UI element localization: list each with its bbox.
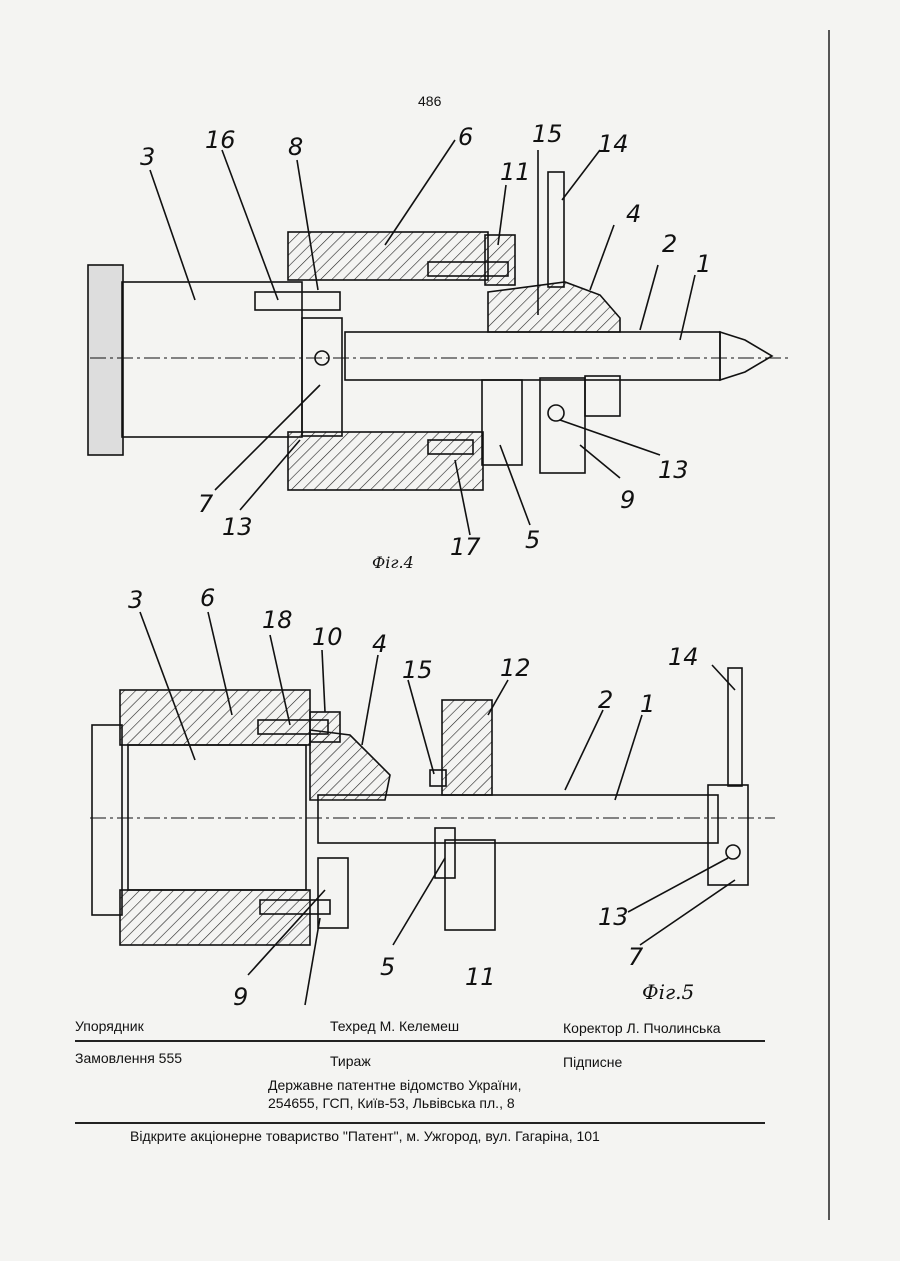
- order-number: Замовлення 555: [75, 1050, 182, 1066]
- signed: Підписне: [563, 1054, 622, 1070]
- flange-7: [302, 318, 342, 436]
- part-11: [485, 235, 515, 285]
- label-9: 9: [233, 983, 248, 1010]
- housing-6-bottom: [120, 890, 310, 945]
- label-8: 8: [288, 133, 303, 161]
- label-5: 5: [380, 953, 395, 981]
- pin-hole-13: [726, 845, 740, 859]
- shaft-1: [318, 795, 718, 843]
- label-15: 15: [402, 656, 433, 684]
- footer-rule-2: [75, 1122, 765, 1124]
- label-6: 6: [458, 123, 473, 151]
- label-2: 2: [598, 686, 613, 714]
- label-17: 17: [450, 533, 481, 561]
- figure-5-caption: Фіг.5: [642, 980, 694, 1004]
- label-7: 7: [628, 943, 644, 971]
- figure-5-drawing: 3 6 18 10 4 15 12 2 1 14 13 7 9 5 11: [0, 580, 900, 1010]
- label-9: 9: [620, 486, 635, 514]
- collar: [585, 376, 620, 416]
- bolt-16: [255, 292, 340, 310]
- label-11: 11: [465, 963, 496, 991]
- label-13: 13: [598, 903, 629, 931]
- label-4: 4: [372, 630, 387, 658]
- wall-plate: [88, 265, 123, 455]
- footer-rule-1: [75, 1040, 765, 1042]
- label-7: 7: [198, 490, 214, 518]
- label-13b: 13: [658, 456, 689, 484]
- label-3: 3: [140, 143, 155, 171]
- compiler-label: Упорядник: [75, 1018, 144, 1034]
- figure-4-drawing: 3 16 8 6 15 14 11 4 2 1 7 13 17 5 9 13: [0, 110, 900, 580]
- office-line-1: Державне патентне відомство України,: [268, 1077, 522, 1093]
- body-3: [122, 282, 302, 437]
- sleeve-4: [488, 282, 620, 332]
- label-1: 1: [640, 690, 655, 718]
- proofreader: Коректор Л. Пчолинська: [563, 1020, 721, 1036]
- label-11: 11: [500, 158, 531, 186]
- label-1: 1: [696, 250, 711, 278]
- label-6: 6: [200, 584, 215, 612]
- label-14: 14: [598, 130, 629, 158]
- publisher: Відкрите акціонерне товариство "Патент",…: [130, 1128, 600, 1144]
- figure-4-caption: Фіг.4: [372, 553, 414, 572]
- label-14: 14: [668, 643, 699, 671]
- flange-9: [540, 378, 585, 473]
- pin-hole-13: [548, 405, 564, 421]
- page-number: 486: [418, 93, 441, 109]
- label-5: 5: [525, 526, 540, 554]
- wall-plate: [92, 725, 122, 915]
- label-15: 15: [532, 120, 563, 148]
- part-10: [310, 712, 340, 742]
- label-3: 3: [128, 586, 143, 614]
- label-2: 2: [662, 230, 677, 258]
- shaft-tip: [720, 332, 772, 380]
- part-12: [442, 700, 492, 795]
- label-13: 13: [222, 513, 253, 541]
- office-line-2: 254655, ГСП, Київ-53, Львівська пл., 8: [268, 1095, 515, 1111]
- housing-6-top: [120, 690, 310, 745]
- techeditor: Техред М. Келемеш: [330, 1018, 459, 1034]
- label-10: 10: [312, 623, 343, 651]
- label-12: 12: [500, 654, 531, 682]
- label-4: 4: [626, 200, 641, 228]
- rod-14: [548, 172, 564, 287]
- circulation: Тираж: [330, 1053, 371, 1069]
- label-18: 18: [262, 606, 293, 634]
- flange-7: [708, 785, 748, 885]
- label-16: 16: [205, 126, 236, 154]
- shaft-1: [345, 332, 720, 380]
- flange-11: [445, 840, 495, 930]
